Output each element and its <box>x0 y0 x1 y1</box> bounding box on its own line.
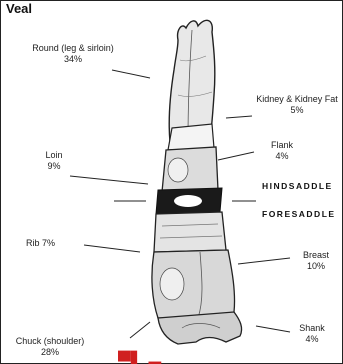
label-round-name: Round (leg & sirloin) <box>8 43 138 54</box>
label-chuck: Chuck (shoulder) 28% <box>2 336 98 358</box>
label-breast-name: Breast <box>292 250 340 261</box>
label-loin-pct: 9% <box>36 161 72 172</box>
label-flank-pct: 4% <box>262 151 302 162</box>
label-chuck-name: Chuck (shoulder) <box>2 336 98 347</box>
label-round: Round (leg & sirloin) 34% <box>8 43 138 65</box>
kidney-cut-shape <box>168 124 214 150</box>
section-foresaddle: FORESADDLE <box>262 209 336 219</box>
label-shank-name: Shank <box>292 323 332 334</box>
label-kidney-name: Kidney & Kidney Fat <box>252 94 342 105</box>
label-breast: Breast 10% <box>292 250 340 272</box>
label-rib: Rib 7% <box>26 238 55 249</box>
label-flank-name: Flank <box>262 140 302 151</box>
section-hindsaddle: HINDSADDLE <box>262 181 333 191</box>
label-flank: Flank 4% <box>262 140 302 162</box>
shank-cut-shape <box>158 312 242 344</box>
label-shank-pct: 4% <box>292 334 332 345</box>
rib-cut-shape <box>154 212 226 252</box>
label-loin: Loin 9% <box>36 150 72 172</box>
label-kidney-pct: 5% <box>252 105 342 116</box>
label-shank: Shank 4% <box>292 323 332 345</box>
label-chuck-pct: 28% <box>2 347 98 358</box>
label-kidney: Kidney & Kidney Fat 5% <box>252 94 342 116</box>
red-logo-mark: ▀▌ ▄ <box>118 352 161 364</box>
label-round-pct: 34% <box>8 54 138 65</box>
round-cut-shape <box>169 20 215 142</box>
label-loin-name: Loin <box>36 150 72 161</box>
label-breast-pct: 10% <box>292 261 340 272</box>
